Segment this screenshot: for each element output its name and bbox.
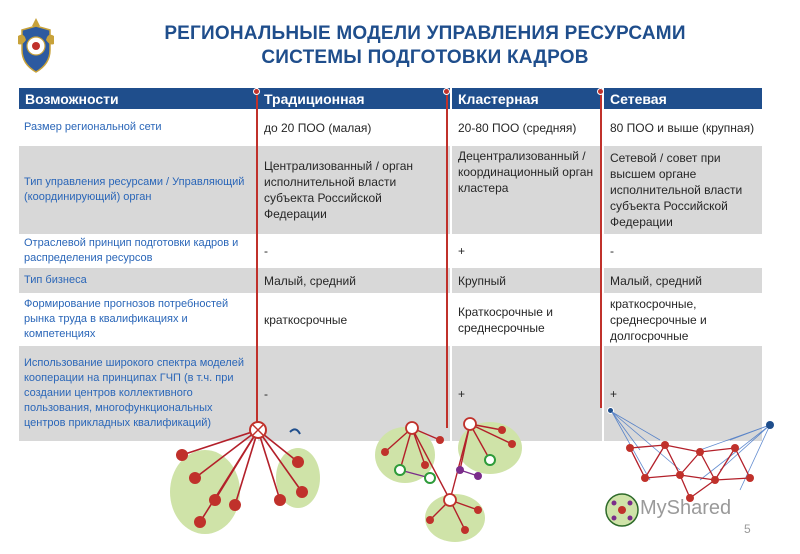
traditional-cell: - bbox=[257, 234, 452, 268]
cluster-network-icon bbox=[375, 417, 522, 542]
feature-cell: Размер региональной сети bbox=[19, 109, 258, 146]
header-network: Сетевая bbox=[603, 88, 764, 109]
table-row: Использование широкого спектра моделей к… bbox=[19, 346, 764, 441]
traditional-cell: Малый, средний bbox=[257, 268, 452, 293]
feature-cell: Тип бизнеса bbox=[19, 268, 258, 293]
network-line-end-dot bbox=[607, 407, 614, 414]
network-cell: - bbox=[603, 234, 764, 268]
title-line-1: РЕГИОНАЛЬНЫЕ МОДЕЛИ УПРАВЛЕНИЯ РЕСУРСАМИ bbox=[164, 23, 686, 44]
table-row: Тип бизнеса Малый, средний Крупный Малый… bbox=[19, 268, 764, 293]
traditional-cell: до 20 ПОО (малая) bbox=[257, 109, 452, 146]
feature-cell: Тип управления ресурсами / Управляющий (… bbox=[19, 146, 258, 234]
table-row: Тип управления ресурсами / Управляющий (… bbox=[19, 146, 764, 234]
traditional-cell: Централизованный / орган исполнительной … bbox=[257, 146, 452, 234]
title-line-2: СИСТЕМЫ ПОДГОТОВКИ КАДРОВ bbox=[261, 47, 589, 68]
header-traditional: Традиционная bbox=[257, 88, 452, 109]
table-row: Отраслевой принцип подготовки кадров и р… bbox=[19, 234, 764, 268]
cluster-line-dot bbox=[443, 88, 450, 95]
comparison-table: Возможности Традиционная Кластерная Сете… bbox=[19, 88, 764, 441]
mesh-network-icon bbox=[605, 411, 774, 527]
network-cell: Малый, средний bbox=[603, 268, 764, 293]
traditional-cell: краткосрочные bbox=[257, 293, 452, 346]
cluster-cell: + bbox=[451, 234, 604, 268]
network-cell: 80 ПОО и выше (крупная) bbox=[603, 109, 764, 146]
table-row: Размер региональной сети до 20 ПОО (мала… bbox=[19, 109, 764, 146]
cluster-column-line bbox=[446, 92, 448, 428]
table-header-row: Возможности Традиционная Кластерная Сете… bbox=[19, 88, 764, 109]
feature-cell: Использование широкого спектра моделей к… bbox=[19, 346, 258, 441]
traditional-cell: - bbox=[257, 346, 452, 441]
traditional-column-line bbox=[256, 92, 258, 428]
table-row: Формирование прогнозов потребностей рынк… bbox=[19, 293, 764, 346]
network-cell: Сетевой / совет при высшем органе исполн… bbox=[603, 146, 764, 234]
header-cluster: Кластерная bbox=[451, 88, 604, 109]
header-capabilities: Возможности bbox=[19, 88, 258, 109]
cluster-cell: 20-80 ПОО (средняя) bbox=[451, 109, 604, 146]
network-line-dot bbox=[597, 88, 604, 95]
centralized-network-icon bbox=[170, 421, 320, 534]
cluster-cell: Краткосрочные и среднесрочные bbox=[451, 293, 604, 346]
network-cell: + bbox=[603, 346, 764, 441]
cluster-cell: Крупный bbox=[451, 268, 604, 293]
emblem-icon bbox=[18, 18, 54, 73]
feature-cell: Отраслевой принцип подготовки кадров и р… bbox=[19, 234, 258, 268]
cluster-cell: Децентрализованный / координационный орг… bbox=[451, 146, 604, 234]
page-number: 5 bbox=[744, 522, 751, 536]
page-title: РЕГИОНАЛЬНЫЕ МОДЕЛИ УПРАВЛЕНИЯ РЕСУРСАМИ… bbox=[120, 22, 730, 70]
feature-cell: Формирование прогнозов потребностей рынк… bbox=[19, 293, 258, 346]
traditional-line-dot bbox=[253, 88, 260, 95]
watermark: MyShared bbox=[640, 497, 732, 519]
network-column-line bbox=[600, 92, 602, 408]
network-cell: краткосрочные, среднесрочные и долгосроч… bbox=[603, 293, 764, 346]
